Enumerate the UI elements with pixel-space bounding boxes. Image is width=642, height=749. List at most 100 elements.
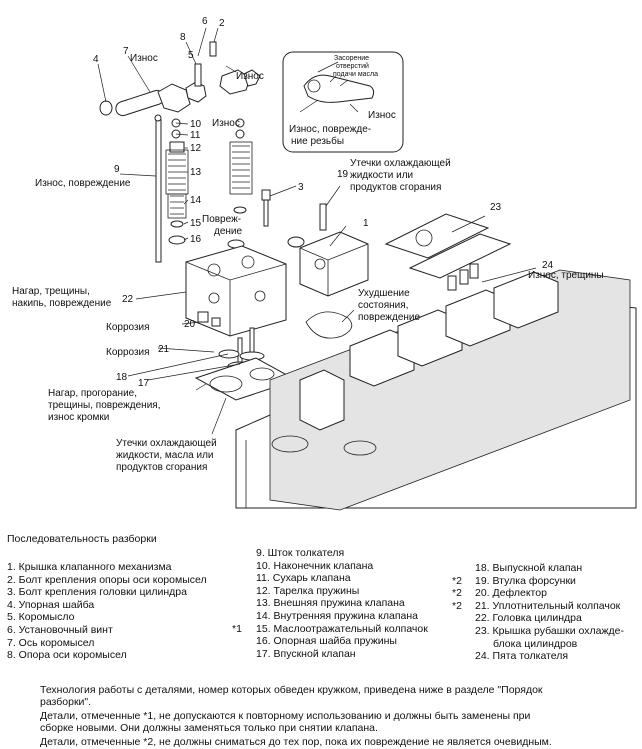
part-number-1: 1 [363,218,369,229]
legend-column-3: 18. Выпускной клапан 19. Втулка форсунки… [475,562,624,663]
note-line: сборке новыми. Они должны заменяться тол… [40,722,378,734]
legend-column-2: 9. Шток толкателя 10. Наконечник клапана… [256,547,428,660]
legend-mark: *2 [452,574,462,587]
note-line: Технология работы с деталями, номер кото… [40,684,543,696]
legend-column-2-marks: *1 [232,547,242,660]
legend-item: 16. Опорная шайба пружины [256,635,397,648]
legend-item: 7. Ось коромысел [7,636,95,649]
legend-item: 13. Внешняя пружина клапана [256,597,405,610]
legend-mark: *2 [452,587,462,600]
callout-deposits-22: Нагар, трещины, накипь, повреждение [12,286,112,309]
part-number-10: 10 [190,119,202,130]
engine-block-part [235,269,637,511]
callout-leak-bottom: Утечки охлаждающей жидкости, масла или п… [116,438,219,473]
callout-clogged-holes: Засорение отверстий подачи масла [333,55,378,78]
legend-mark [232,572,242,585]
legend-item: 3. Болт крепления головки цилиндра [7,586,187,599]
part-number-18: 18 [116,372,128,383]
part-number-5: 5 [188,50,194,61]
legend-mark [232,585,242,598]
legend-item: 21. Уплотнительный колпачок [475,599,621,612]
callout-wear-top: Износ [130,53,158,64]
leader-lines [97,27,537,435]
part-number-11: 11 [190,130,201,141]
part-number-20: 20 [184,319,196,330]
legend-item: 12. Тарелка пружины [256,584,360,597]
part-number-21: 21 [158,344,170,355]
part-number-19: 19 [337,169,349,180]
part-number-14: 14 [190,195,202,206]
legend-column-1: 1. Крышка клапанного механизма 2. Болт к… [7,561,207,662]
legend-mark: *1 [232,622,242,635]
part-number-22: 22 [122,294,134,305]
callout-wear-damage-9: Износ, повреждение [35,178,131,189]
legend-item: 8. Опора оси коромысел [7,649,127,662]
part-number-17: 17 [138,378,150,389]
legend-item: 9. Шток толкателя [256,547,345,559]
legend-item: 6. Установочный винт [7,623,113,636]
legend-item: 20. Дефлектор [475,587,547,600]
callout-wear-box: Износ [368,110,396,121]
legend-mark [452,650,462,663]
rocker-shaft-assembly [99,41,271,263]
legend-item: 10. Наконечник клапана [256,559,374,572]
callout-leak-19: Утечки охлаждающей жидкости или продукто… [350,158,453,193]
rocker-detail-inset: Засорение отверстий подачи масла Износ И… [282,51,404,153]
part-number-4: 4 [93,54,99,65]
legend-item: 1. Крышка клапанного механизма [7,561,172,573]
part-number-23: 23 [490,202,502,213]
part-number-9: 9 [114,164,120,175]
part-number-13: 13 [190,167,202,178]
legend-column-3-marks: *2 *2 *2 [452,562,462,663]
legend-item: 14. Внутренняя пружина клапана [256,609,419,622]
water-jacket-cover-part [384,213,512,291]
legend-mark [452,638,462,651]
part-number-3: 3 [298,182,304,193]
cylinder-head-part [185,245,287,337]
legend-mark [232,547,242,560]
note-line: Детали, отмеченные *1, не допускаются к … [40,710,531,722]
legend-item: 24. Пята толкателя [475,650,569,663]
callout-wear-cracks-24: Износ, трещины [528,270,604,281]
legend-item: блока цилиндров [493,637,578,650]
legend-mark [232,610,242,623]
legend-item: 18. Выпускной клапан [475,562,583,574]
note-line: Детали, отмеченные *2, не должны снимать… [40,736,552,748]
legend-item: 22. Головка цилиндра [475,612,582,625]
part-number-6: 6 [202,16,208,27]
callout-deterioration: Ухудшение состояния, повреждение [358,288,420,323]
legend-mark [232,648,242,661]
callout-corrosion-21: Коррозия [106,347,150,358]
legend-item: 5. Коромысло [7,611,75,624]
legend-mark [452,625,462,638]
callout-wear-damage-thread: Износ, поврежде- ние резьбы [289,124,374,147]
part-number-15: 15 [190,218,202,229]
legend-mark [452,612,462,625]
legend-item: 15. Маслоотражательный колпачок [256,622,428,635]
part-number-7: 7 [123,46,129,57]
exploded-view-diagram: Засорение отверстий подачи масла Износ И… [12,16,637,511]
legend-mark [232,597,242,610]
legend-item: 19. Втулка форсунки [475,574,576,587]
part-number-12: 12 [190,143,202,154]
part-number-24: 24 [542,260,554,271]
legend-item: 11. Сухарь клапана [256,572,351,585]
part-number-8: 8 [180,32,186,43]
legend-item: 17. Впускной клапан [256,647,356,660]
callout-corrosion-20: Коррозия [106,322,150,333]
valve-cover-part [287,203,369,339]
callout-wear-mid: Износ [212,118,240,129]
callout-wear-top-right: Износ [236,71,264,82]
legend-mark [232,635,242,648]
note-line: разборки". [40,696,92,708]
legend-mark [452,562,462,575]
legend-item: 2. Болт крепления опоры оси коромысел [7,573,207,586]
legend-item: 4. Упорная шайба [7,598,95,611]
disassembly-sequence-heading: Последовательность разборки [7,533,157,545]
part-number-16: 16 [190,234,202,245]
legend-mark [232,560,242,573]
legend-mark: *2 [452,599,462,612]
part-number-2: 2 [219,18,225,29]
callout-damage-15: Повреж- дение [202,214,244,237]
callout-deposits-17: Нагар, прогорание, трещины, повреждения,… [48,388,163,423]
